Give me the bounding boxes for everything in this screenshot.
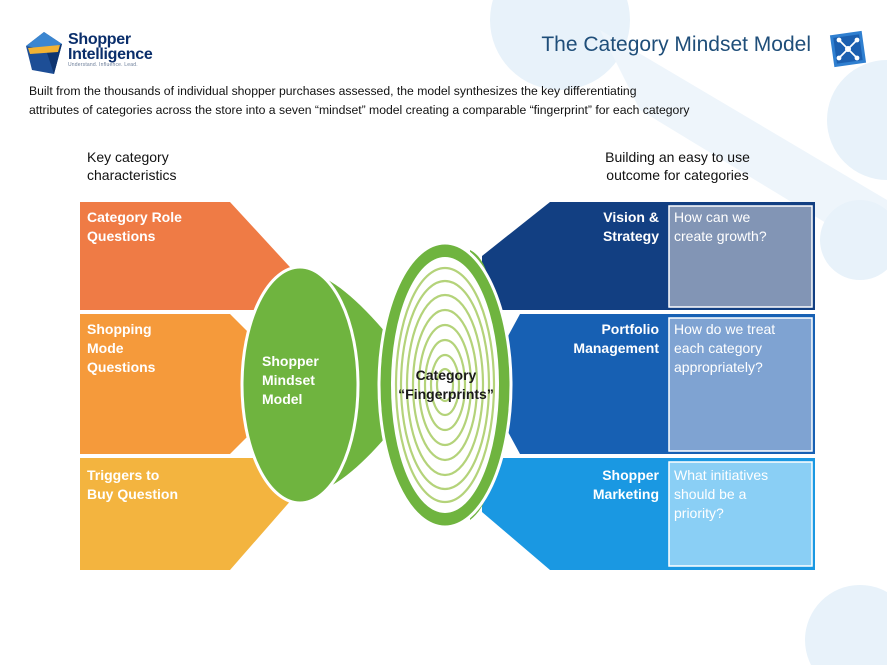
right-label-line: Management — [573, 340, 659, 356]
question-treat: How do we treat each category appropriat… — [674, 320, 810, 377]
question-line: create growth? — [674, 228, 767, 244]
intro-line1: Built from the thousands of individual s… — [29, 84, 637, 98]
shopper-mindset-lens — [240, 265, 360, 505]
right-label-line: Vision & — [603, 209, 659, 225]
left-heading-line2: characteristics — [87, 167, 177, 183]
left-label-line: Triggers to — [87, 467, 160, 483]
right-label-line: Strategy — [602, 228, 659, 244]
right-column-heading: Building an easy to use outcome for cate… — [590, 148, 765, 184]
question-line: priority? — [674, 505, 724, 521]
left-label-line: Questions — [87, 228, 156, 244]
right-label-line: Portfolio — [601, 321, 659, 337]
mindset-label-line: Mindset — [262, 372, 315, 388]
left-label-line: Shopping — [87, 321, 152, 337]
right-heading-line1: Building an easy to use — [605, 149, 750, 165]
right-label-shopper-marketing: Shopper Marketing — [593, 466, 659, 504]
left-label-line: Category Role — [87, 209, 182, 225]
left-column-heading: Key category characteristics — [87, 148, 176, 184]
mindset-label-line: Model — [262, 391, 303, 407]
right-label-portfolio: Portfolio Management — [573, 320, 659, 358]
question-line: appropriately? — [674, 359, 763, 375]
question-line: What initiatives — [674, 467, 769, 483]
logo-name-line1: Shopper — [68, 31, 131, 48]
shopper-intelligence-logo: Shopper Intelligence Understand. Influen… — [24, 30, 164, 78]
logo-tagline: Understand. Influence. Lead. — [68, 62, 138, 68]
fingerprints-label-line1: Category — [415, 367, 477, 383]
right-label-line: Shopper — [602, 467, 659, 483]
question-box-initiatives — [668, 461, 813, 567]
left-label-line: Mode — [87, 340, 124, 356]
left-block-triggers — [80, 458, 300, 570]
intro-line2: attributes of categories across the stor… — [29, 103, 690, 117]
question-line: should be a — [674, 486, 747, 502]
left-label-shopping-mode: Shopping Mode Questions — [87, 320, 155, 377]
left-label-line: Buy Question — [87, 486, 179, 502]
left-block-category-role — [80, 202, 300, 310]
question-box-treat — [668, 317, 813, 452]
intro-text: Built from the thousands of individual s… — [29, 82, 859, 120]
logo-mark-icon — [26, 32, 62, 74]
question-line: each category — [674, 340, 762, 356]
fingerprint-icon — [394, 266, 496, 504]
fingerprints-label-line2: “Fingerprints” — [398, 386, 494, 402]
question-line: How do we treat — [674, 321, 776, 337]
category-fingerprints-label: Category “Fingerprints” — [380, 366, 512, 404]
right-label-line: Marketing — [592, 486, 659, 502]
question-line: How can we — [674, 209, 751, 225]
left-heading-line1: Key category — [87, 149, 169, 165]
right-label-vision-strategy: Vision & Strategy — [603, 208, 659, 246]
page-title: The Category Mindset Model — [541, 33, 811, 56]
left-label-category-role: Category Role Questions — [87, 208, 182, 246]
mindset-label-line: Shopper — [262, 353, 319, 369]
question-growth: How can we create growth? — [674, 208, 810, 246]
question-initiatives: What initiatives should be a priority? — [674, 466, 810, 523]
left-label-triggers: Triggers to Buy Question — [87, 466, 178, 504]
right-heading-line2: outcome for categories — [606, 167, 749, 183]
left-label-line: Questions — [87, 359, 156, 375]
logo-name: Shopper Intelligence — [68, 31, 153, 63]
logo-name-line2: Intelligence — [68, 46, 153, 63]
network-expand-icon — [829, 30, 867, 68]
shopper-mindset-model-label: Shopper Mindset Model — [262, 352, 319, 409]
question-box-growth — [668, 205, 813, 308]
